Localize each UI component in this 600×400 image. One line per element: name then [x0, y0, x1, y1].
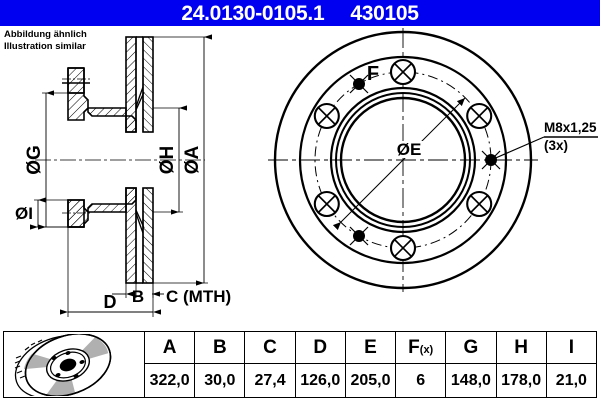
thread-hole	[349, 74, 369, 94]
label-diameter-h: ØH	[157, 146, 178, 175]
label-pitch-circle-e: ØE	[397, 140, 422, 159]
brake-disc-photo	[14, 333, 118, 396]
table-value-e: 205,0	[344, 363, 397, 398]
table-column-header-c: C	[244, 331, 296, 364]
table-column-header-d: D	[294, 331, 346, 364]
vent-fin-top	[135, 86, 145, 111]
label-thread-callout-line2: (3x)	[544, 138, 568, 153]
bolt-hole	[389, 234, 417, 262]
thread-hole	[349, 226, 369, 246]
part-number: 24.0130-0105.1	[181, 1, 325, 25]
dimension-diameter-h: ØH	[153, 105, 188, 215]
illustration-similar-note: Abbildung ähnlich Illustration similar	[4, 29, 87, 52]
friction-band-circle	[298, 55, 508, 265]
table-value-row: 322,0 30,0 27,4 126,0 205,0 6 148,0 178,…	[4, 363, 598, 398]
label-depth-d: D	[104, 292, 117, 312]
front-view: F ØE M8x1,25 (3x)	[268, 28, 598, 292]
label-diameter-g: ØG	[24, 145, 45, 175]
hat-outer-circle	[329, 86, 477, 234]
dimension-diameter-a: ØA	[153, 34, 213, 286]
table-column-header-g: G	[445, 331, 497, 364]
cross-section-view: ØG ØI ØH ØA	[15, 34, 231, 317]
bolt-hole	[313, 190, 340, 218]
dimension-thickness-c: C (MTH)	[152, 283, 231, 306]
table-value-f: 6	[395, 363, 447, 398]
bolt-hole	[466, 190, 493, 218]
table-value-d: 126,0	[294, 363, 346, 398]
thread-holes	[349, 74, 501, 246]
bolt-hole	[389, 58, 417, 86]
table-value-i: 21,0	[545, 363, 598, 398]
label-thread-callout-line1: M8x1,25	[544, 120, 597, 135]
table-value-g: 148,0	[445, 363, 497, 398]
table-value-h: 178,0	[495, 363, 547, 398]
disc-hat-top	[67, 92, 137, 133]
label-thickness-c: C (MTH)	[166, 287, 231, 306]
outer-diameter-circle	[273, 30, 533, 290]
bolt-hole	[313, 102, 340, 130]
reference-number: 430105	[350, 1, 419, 25]
table-column-header-a: A	[143, 331, 196, 364]
specification-table: A B C D E F(x) G H I 322,0 30,0 27,4 126…	[3, 331, 598, 398]
table-value-a: 322,0	[143, 363, 196, 398]
dimension-pitch-circle-e: ØE	[332, 97, 466, 231]
note-line-german: Abbildung ähnlich	[4, 29, 87, 40]
note-line-english: Illustration similar	[4, 40, 86, 52]
dimension-diameter-i: ØI	[15, 197, 72, 230]
bolt-hole	[466, 102, 493, 130]
label-diameter-a: ØA	[182, 145, 203, 174]
header-f-subscript: (x)	[419, 343, 434, 356]
dimension-thickness-b: B	[112, 283, 144, 306]
dimension-depth-d: D	[59, 227, 162, 317]
callout-thread-m8: M8x1,25 (3x)	[490, 120, 598, 161]
label-thickness-b: B	[132, 287, 144, 306]
header-banner: 24.0130-0105.1 430105	[0, 0, 600, 26]
product-photo-cell	[3, 331, 145, 398]
table-header-row: A B C D E F(x) G H I	[3, 331, 598, 398]
table-value-b: 30,0	[194, 363, 246, 398]
table-column-header-h: H	[495, 331, 547, 364]
label-diameter-i: ØI	[15, 204, 33, 223]
table-column-header-f: F(x)	[395, 331, 447, 364]
label-bolt-hole-f: F	[367, 63, 379, 85]
table-value-c: 27,4	[244, 363, 296, 398]
table-column-header-i: I	[545, 331, 598, 364]
vent-fin-bot	[135, 209, 145, 234]
header-f-letter: F	[408, 336, 420, 358]
table-column-header-b: B	[194, 331, 246, 364]
table-column-header-e: E	[344, 331, 397, 364]
